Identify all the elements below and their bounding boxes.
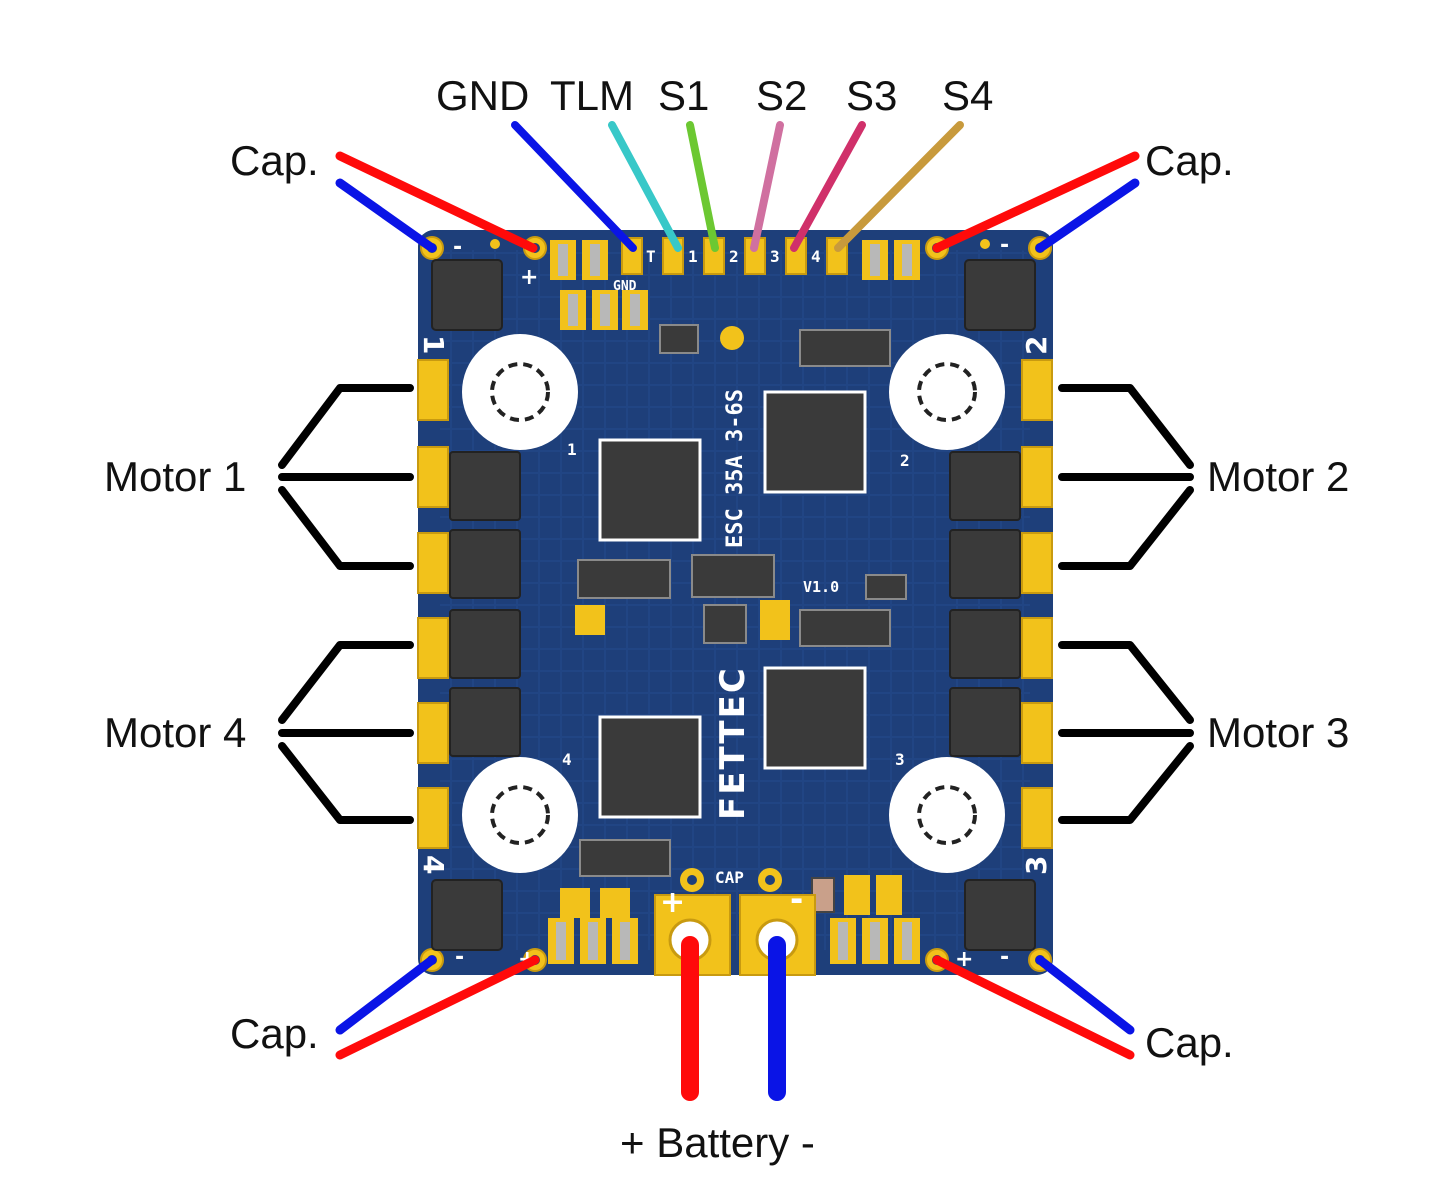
s3-wire xyxy=(790,121,866,252)
cap-tr-negative xyxy=(1035,178,1140,253)
corner-number-1: 1 xyxy=(417,335,450,354)
corner-number-4: 4 xyxy=(417,855,450,874)
battery-wires xyxy=(681,936,786,1101)
label-s2: S2 xyxy=(756,72,807,119)
signal-wires xyxy=(511,121,964,252)
cap-minus-tl: - xyxy=(453,235,462,260)
label-battery: + Battery - xyxy=(620,1119,815,1166)
cap-plus-br: + xyxy=(955,947,973,972)
version-text: V1.0 xyxy=(803,578,839,596)
cap-tl-negative xyxy=(335,178,437,253)
motor-labels: Motor 1 Motor 2 Motor 4 Motor 3 xyxy=(104,453,1349,756)
motor-pads-left xyxy=(417,359,449,849)
s2-wire xyxy=(750,121,784,252)
label-cap-tr: Cap. xyxy=(1145,137,1234,184)
motor3-wires xyxy=(1058,641,1194,824)
mcu-chips xyxy=(598,390,867,819)
model-text: ESC 35A 3-6S xyxy=(723,389,748,548)
cap-br-positive xyxy=(932,955,1135,1060)
corner-number-2: 2 xyxy=(1020,336,1053,355)
label-s3: S3 xyxy=(846,72,897,119)
label-motor-1: Motor 1 xyxy=(104,453,246,500)
mcu-number-4: 4 xyxy=(562,750,572,769)
s4-wire xyxy=(834,121,964,252)
pad-silk-2: 2 xyxy=(729,247,739,266)
corner-components xyxy=(431,259,1036,951)
motor-wires xyxy=(278,384,1194,824)
label-s1: S1 xyxy=(658,72,709,119)
cap-silk: CAP xyxy=(715,868,744,887)
bat-minus-silk: - xyxy=(790,880,803,918)
pad-silk-t: T xyxy=(646,247,656,266)
label-cap-tl: Cap. xyxy=(230,137,319,184)
cap-tr-positive xyxy=(932,151,1140,253)
mcu-number-3: 3 xyxy=(895,750,905,769)
mosfets xyxy=(449,451,1021,757)
gnd-silk: GND xyxy=(613,279,637,294)
cap-tl-positive xyxy=(335,151,538,253)
signal-labels: GND TLM S1 S2 S3 S4 xyxy=(436,72,993,119)
s1-wire xyxy=(686,121,719,252)
label-tlm: TLM xyxy=(550,72,634,119)
pad-silk-3: 3 xyxy=(770,247,780,266)
motor2-wires xyxy=(1058,384,1194,570)
corner-number-3: 3 xyxy=(1020,856,1053,875)
brand-logo-text: FETTEC xyxy=(713,666,753,820)
pcb-board: GND T 1 2 3 4 ESC 35A 3-6S V1.0 FETTEC C… xyxy=(417,230,1053,976)
motor-pads-right xyxy=(1021,359,1053,849)
label-motor-2: Motor 2 xyxy=(1207,453,1349,500)
cap-minus-br: - xyxy=(1000,945,1009,970)
label-cap-bl: Cap. xyxy=(230,1010,319,1057)
label-motor-3: Motor 3 xyxy=(1207,709,1349,756)
cap-minus-bl: - xyxy=(455,945,464,970)
mcu-number-1: 1 xyxy=(567,440,577,459)
motor1-wires xyxy=(278,384,414,570)
cap-bl-positive xyxy=(335,955,540,1060)
cap-wires xyxy=(335,151,1140,1060)
label-s4: S4 xyxy=(942,72,993,119)
label-cap-br: Cap. xyxy=(1145,1019,1234,1066)
cap-br-negative xyxy=(1035,955,1135,1035)
gnd-wire xyxy=(511,121,637,252)
tlm-wire xyxy=(608,121,682,252)
smd-parts xyxy=(548,240,920,964)
mounting-holes xyxy=(462,334,1005,873)
motor4-wires xyxy=(278,641,414,824)
bat-plus-silk: + xyxy=(660,885,685,920)
mcu-number-2: 2 xyxy=(900,451,910,470)
label-motor-4: Motor 4 xyxy=(104,709,246,756)
pad-silk-4: 4 xyxy=(811,247,821,266)
cap-minus-tr: - xyxy=(1000,233,1009,258)
cap-bl-negative xyxy=(335,955,437,1035)
cap-plus-tl: + xyxy=(520,265,538,290)
cap-labels: Cap. Cap. Cap. Cap. xyxy=(230,137,1234,1066)
pad-silk-1: 1 xyxy=(688,247,698,266)
label-gnd: GND xyxy=(436,72,529,119)
